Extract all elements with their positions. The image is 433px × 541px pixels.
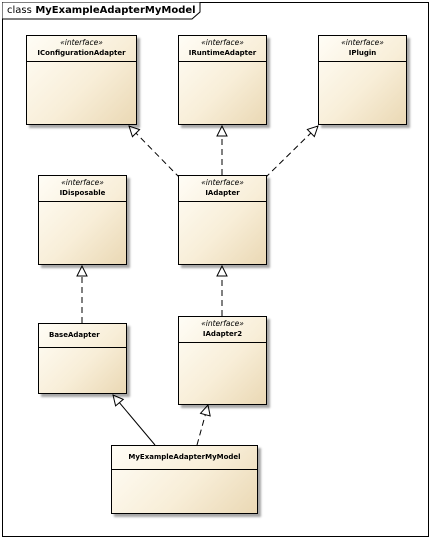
class-iconfiguration-adapter[interactable]: «interface» IConfigurationAdapter xyxy=(26,35,137,125)
class-name: BaseAdapter xyxy=(49,331,100,339)
class-name: MyExampleAdapterMyModel xyxy=(128,453,241,461)
stereotype-label: «interface» xyxy=(61,178,104,187)
generalization-my-example-adapter-base-adapter xyxy=(113,395,156,446)
class-iadapter2[interactable]: «interface» IAdapter2 xyxy=(178,316,267,405)
stereotype-label: «interface» xyxy=(201,319,244,328)
stereotype-label: «interface» xyxy=(60,38,103,47)
realization-iadapter-iconfiguration-adapter xyxy=(129,126,181,179)
stereotype-label: «interface» xyxy=(201,38,244,47)
frame-tab-shape xyxy=(2,2,201,20)
stereotype-label: «interface» xyxy=(201,178,244,187)
frame-title: MyExampleAdapterMyModel xyxy=(35,5,196,16)
class-iadapter[interactable]: «interface» IAdapter xyxy=(178,175,267,265)
realization-iadapter-iplugin xyxy=(264,126,318,179)
class-name: IPlugin xyxy=(348,49,377,57)
class-name: IAdapter2 xyxy=(202,330,243,338)
class-my-example-adapter-my-model[interactable]: MyExampleAdapterMyModel xyxy=(111,445,258,514)
class-idisposable[interactable]: «interface» IDisposable xyxy=(38,175,127,265)
frame-title-tab: class MyExampleAdapterMyModel xyxy=(3,3,204,19)
class-name: IAdapter xyxy=(205,189,240,197)
realization-my-example-adapter-iadapter2 xyxy=(196,405,208,446)
class-name: IRuntimeAdapter xyxy=(188,49,257,57)
class-iruntime-adapter[interactable]: «interface» IRuntimeAdapter xyxy=(178,35,267,125)
class-name: IConfigurationAdapter xyxy=(37,49,126,57)
class-iplugin[interactable]: «interface» IPlugin xyxy=(318,35,407,125)
frame-keyword: class xyxy=(7,5,32,16)
stereotype-label: «interface» xyxy=(341,38,384,47)
class-name: IDisposable xyxy=(59,189,106,197)
class-base-adapter[interactable]: BaseAdapter xyxy=(38,323,127,394)
